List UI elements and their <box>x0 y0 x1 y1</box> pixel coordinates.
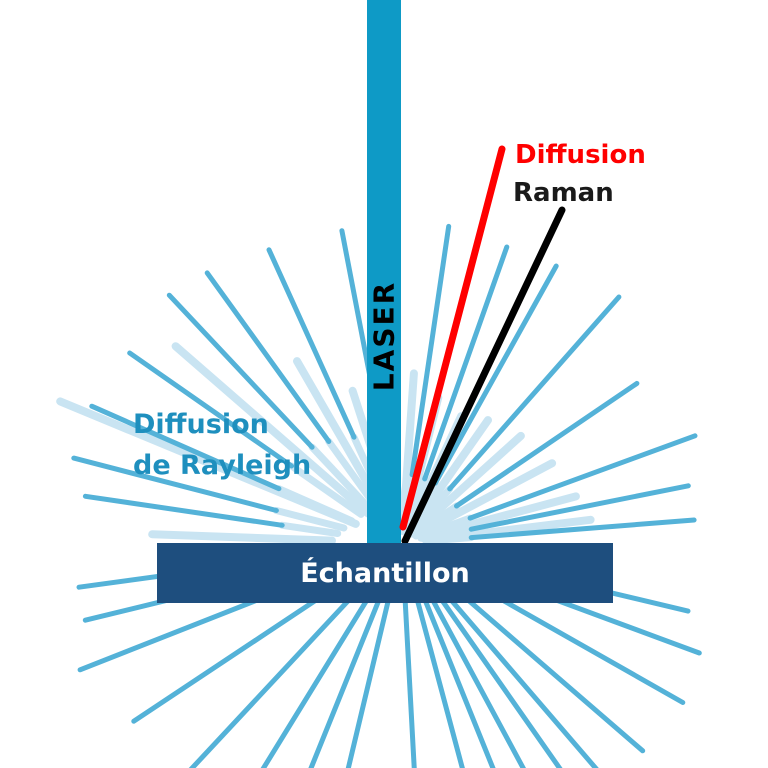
rayleigh-ray <box>413 502 460 537</box>
rayleigh-ray <box>171 342 372 518</box>
diffusion-raman-line-red <box>399 145 506 531</box>
rayleigh-label-line2: de Rayleigh <box>133 450 312 481</box>
rayleigh-ray <box>278 521 342 537</box>
rayleigh-ray <box>288 462 365 518</box>
rayleigh-ray <box>403 475 429 534</box>
rayleigh-ray <box>408 431 525 538</box>
rayleigh-ray <box>420 525 475 543</box>
rayleigh-ray <box>82 493 285 528</box>
rayleigh-ray <box>345 579 396 768</box>
rayleigh-ray <box>89 403 282 492</box>
rayleigh-rays-solid <box>71 223 702 768</box>
rayleigh-label: Diffusion de Rayleigh <box>133 404 311 486</box>
rayleigh-ray <box>425 570 599 768</box>
rayleigh-ray <box>166 292 315 450</box>
rayleigh-ray <box>308 443 377 516</box>
raman-label: Raman <box>513 178 614 208</box>
rayleigh-ray <box>260 574 384 768</box>
rayleigh-ray <box>148 530 336 545</box>
sample-label: Échantillon <box>300 557 470 589</box>
rayleigh-ray <box>275 485 356 525</box>
rayleigh-ray <box>414 577 496 768</box>
rayleigh-ray <box>409 485 454 535</box>
rayleigh-label-line1: Diffusion <box>133 409 269 440</box>
rayleigh-ray <box>127 350 295 469</box>
rayleigh-ray <box>447 294 622 492</box>
rayleigh-ray <box>266 247 357 440</box>
rayleigh-ray <box>308 577 390 768</box>
rayleigh-ray <box>272 507 348 532</box>
rayleigh-ray <box>204 270 332 444</box>
diffusion-raman-line-black <box>401 206 566 545</box>
rayleigh-ray <box>428 534 475 545</box>
laser-label: LASER <box>367 280 401 392</box>
rayleigh-ray <box>417 514 474 540</box>
rayleigh-ray <box>418 575 526 768</box>
sample-box <box>157 543 613 603</box>
rayleigh-ray <box>422 244 510 482</box>
laser-beam <box>367 0 401 543</box>
rayleigh-ray <box>467 433 698 521</box>
rayleigh-ray <box>409 579 465 768</box>
rayleigh-ray <box>432 263 559 486</box>
rayleigh-ray <box>188 569 378 768</box>
rayleigh-ray <box>412 459 557 540</box>
rayleigh-ray <box>71 455 279 513</box>
diffusion-label: Diffusion <box>515 140 646 170</box>
rayleigh-ray <box>404 416 492 538</box>
rayleigh-ray <box>422 573 563 768</box>
rayleigh-ray <box>468 517 697 541</box>
rayleigh-ray <box>454 380 640 509</box>
rayleigh-ray <box>468 483 691 532</box>
rayleigh-ray <box>409 223 452 478</box>
rayleigh-ray <box>401 580 417 768</box>
